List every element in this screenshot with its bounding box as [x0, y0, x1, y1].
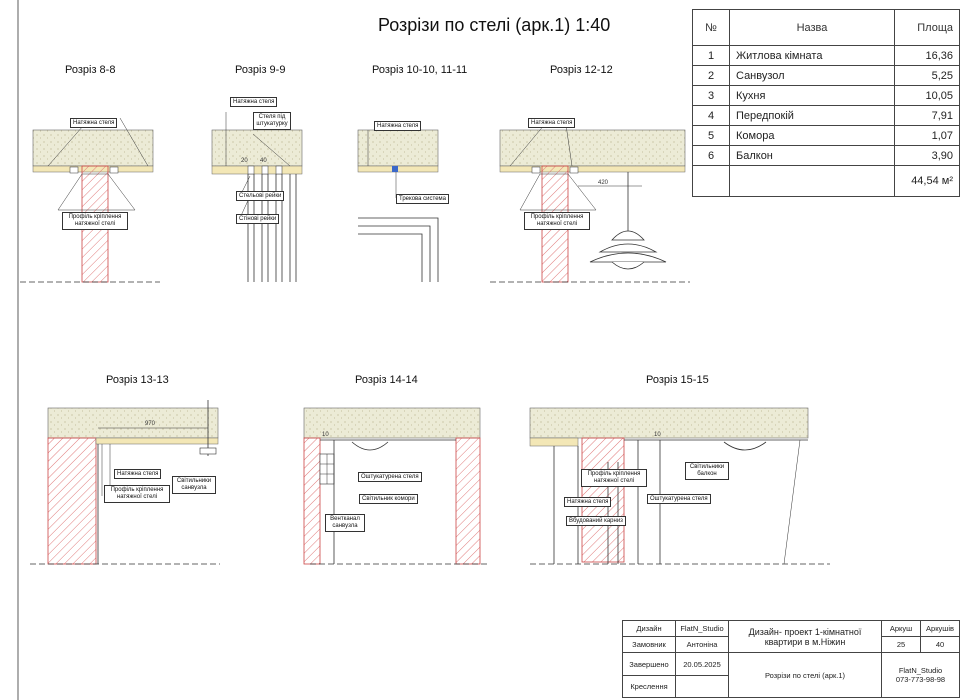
room-area: 7,91	[894, 105, 960, 126]
page-title: Розрізи по стелі (арк.1) 1:40	[378, 15, 611, 35]
title-block: Дизайн FlatN_Studio Дизайн- проект 1-кім…	[622, 619, 960, 699]
label-9-9-rails-ceiling: Стельові рейки	[236, 191, 285, 201]
tb-project: Дизайн- проект 1-кімнатної квартири в м.…	[728, 619, 882, 654]
label-8-8-profile: Профіль кріплення натяжної стелі	[62, 212, 128, 230]
dim-9-9-b: 40	[260, 158, 267, 164]
label-15-15-cornice: Вбудований карниз	[566, 516, 626, 526]
label-15-15-plastered: Оштукатурена стеля	[647, 494, 711, 504]
tb-studio-cell: FlatN_Studio 073-773-98-98	[881, 652, 960, 698]
label-14-14-lamp: Світильник комори	[359, 494, 418, 504]
tb-sheet-label: Аркуш	[881, 619, 921, 638]
tb-sheet-title: Розрізи по стелі (арк.1)	[728, 652, 882, 698]
label-10-10-track: Трекова система	[396, 194, 449, 204]
tb-customer-value: Антоніна	[675, 636, 729, 654]
section-title-8-8: Розріз 8-8	[65, 64, 116, 76]
section-10-10	[357, 129, 439, 282]
label-12-12-profile: Профіль кріплення натяжної стелі	[524, 212, 590, 230]
section-title-14-14: Розріз 14-14	[355, 374, 418, 386]
table-row: 1 Житлова кімната 16,36	[692, 45, 960, 66]
label-13-13-ceiling: Натяжна стеля	[114, 469, 162, 479]
dim-14-14: 10	[322, 432, 329, 438]
section-title-15-15: Розріз 15-15	[646, 374, 709, 386]
header-name: Назва	[729, 9, 895, 46]
table-row: 6 Балкон 3,90	[692, 145, 960, 166]
label-9-9-rails-wall: Стінові рейки	[236, 214, 280, 224]
rooms-table: № Назва Площа 1 Житлова кімната 16,36 2 …	[692, 9, 960, 197]
section-14-14: 10	[303, 407, 490, 565]
room-area: 10,05	[894, 85, 960, 106]
section-12-12: 420	[490, 117, 690, 283]
section-title-13-13: Розріз 13-13	[106, 374, 169, 386]
tb-design-label: Дизайн	[622, 619, 676, 638]
label-15-15-ceiling: Натяжна стеля	[564, 497, 612, 507]
tb-sheets-value: 40	[920, 636, 960, 654]
room-name: Житлова кімната	[729, 45, 895, 66]
total-area: 44,54 м²	[894, 165, 960, 197]
tb-design-value: FlatN_Studio	[675, 619, 729, 638]
table-total-row: 44,54 м²	[692, 165, 960, 197]
tb-completed-label: Завершено	[622, 652, 676, 676]
section-8-8	[20, 117, 160, 283]
label-14-14-vent: Вентканал санвузла	[325, 514, 365, 532]
tb-phone: 073-773-98-98	[895, 675, 946, 685]
tb-sheets-label: Аркушів	[920, 619, 960, 638]
label-14-14-plastered: Оштукатурена стеля	[358, 472, 422, 482]
table-row: 5 Комора 1,07	[692, 125, 960, 146]
tb-completed-value: 20.05.2025	[675, 652, 729, 676]
label-12-12-ceiling: Натяжна стеля	[528, 118, 576, 128]
label-9-9-ceiling: Натяжна стеля	[230, 97, 278, 107]
dim-15-15: 10	[654, 432, 661, 438]
label-10-10-ceiling: Натяжна стеля	[374, 121, 422, 131]
table-header-row: № Назва Площа	[692, 9, 960, 46]
tb-studio: FlatN_Studio	[898, 666, 943, 676]
section-15-15: 10	[529, 407, 830, 565]
dim-12-12: 420	[598, 180, 609, 186]
label-15-15-lamps: Світильники балкон	[685, 462, 729, 480]
header-area: Площа	[894, 9, 960, 46]
section-title-12-12: Розріз 12-12	[550, 64, 613, 76]
tb-drawing-label: Креслення	[622, 674, 676, 699]
section-13-13: 970	[30, 400, 220, 565]
room-name: Санвузол	[729, 65, 895, 86]
table-row: 3 Кухня 10,05	[692, 85, 960, 106]
label-13-13-profile: Профіль кріплення натяжної стелі	[104, 485, 170, 503]
table-row: 2 Санвузол 5,25	[692, 65, 960, 86]
dim-9-9-a: 20	[241, 158, 248, 164]
section-title-10-10: Розріз 10-10, 11-11	[372, 64, 468, 76]
tb-customer-label: Замовник	[622, 636, 676, 654]
label-13-13-lamps: Світильники санвузла	[172, 476, 216, 494]
section-title-9-9: Розріз 9-9	[235, 64, 286, 76]
dim-13-13: 970	[145, 421, 156, 427]
label-9-9-plaster: Стеля під штукатурку	[253, 112, 291, 130]
label-15-15-profile: Профіль кріплення натяжної стелі	[581, 469, 647, 487]
tb-sheet-value: 25	[881, 636, 921, 654]
label-8-8-ceiling: Натяжна стеля	[70, 118, 118, 128]
